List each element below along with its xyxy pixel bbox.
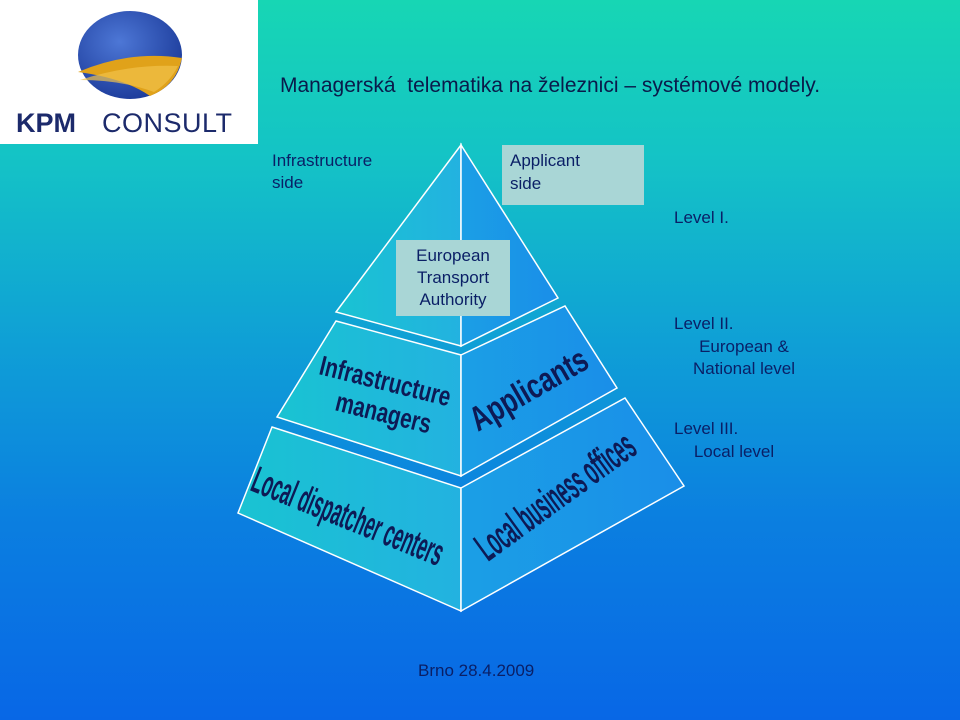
- footer-date: Brno 28.4.2009: [418, 661, 535, 680]
- level-2-description: European & National level: [674, 336, 814, 380]
- logo-consult-text: CONSULT: [102, 108, 233, 138]
- eta-line1: European: [416, 246, 490, 265]
- level-3-description: Local level: [693, 442, 775, 461]
- pyramid-bottom-right-face: [460, 397, 686, 613]
- infrastructure-side-label: Infrastructure side: [272, 150, 372, 194]
- logo-kpm-text: KPM: [16, 108, 76, 138]
- level-2-title: Level II.: [674, 314, 734, 333]
- eta-line2: Transport: [416, 268, 490, 287]
- applicant-side-line2: side: [510, 174, 542, 193]
- applicant-side-line1: Applicant: [510, 151, 580, 170]
- european-transport-authority-box: European Transport Authority: [396, 240, 510, 316]
- infrastructure-side-line2: side: [272, 173, 304, 192]
- slide-title: Managerská telematika na železnici – sys…: [280, 74, 821, 97]
- level-2-desc-line1: European &: [699, 337, 789, 356]
- level-2-desc-line2: National level: [692, 359, 796, 378]
- eta-line3: Authority: [419, 290, 487, 309]
- logo-globe-icon: [78, 11, 182, 99]
- kpm-consult-logo: KPM CONSULT: [0, 0, 258, 144]
- applicant-side-label: Applicant side: [502, 145, 644, 205]
- infrastructure-side-line1: Infrastructure: [272, 151, 373, 170]
- level-3-title: Level III.: [674, 419, 739, 438]
- level-1-title: Level I.: [674, 208, 729, 227]
- pyramid-middle-right-face: [460, 305, 619, 478]
